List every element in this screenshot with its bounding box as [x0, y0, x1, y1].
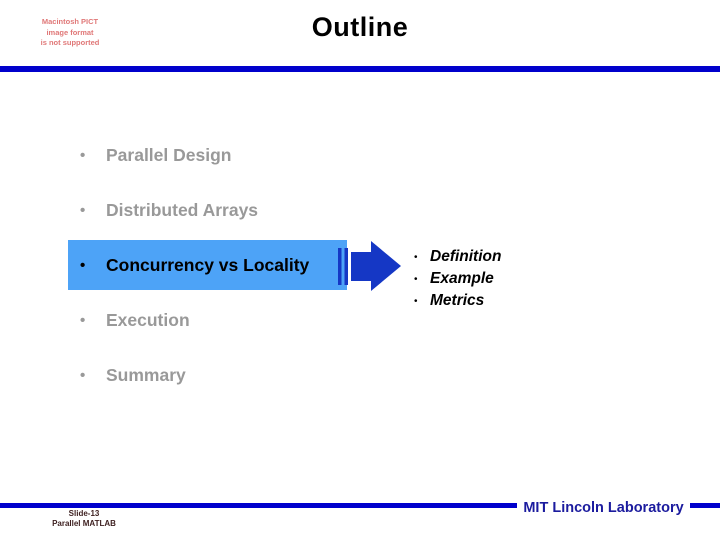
outline-item-label: Execution [106, 309, 190, 330]
outline-item-distributed-arrays: • Distributed Arrays [68, 185, 348, 235]
callout-item-label: Example [430, 270, 494, 287]
footer-rule-right [690, 503, 720, 508]
callout-item-label: Definition [430, 248, 502, 265]
pict-note-line: Macintosh PICT [41, 17, 99, 26]
deck-name: Parallel MATLAB [52, 519, 116, 528]
callout-item: • Metrics [414, 290, 584, 312]
bullet-icon: • [80, 146, 86, 164]
callout-item-label: Metrics [430, 292, 485, 309]
slide-title: Outline [311, 12, 409, 42]
outline-item-parallel-design: • Parallel Design [68, 130, 348, 180]
bullet-icon: • [414, 251, 418, 263]
bullet-icon: • [414, 295, 418, 307]
outline-item-concurrency-vs-locality-highlighted: • Concurrency vs Locality [68, 240, 347, 290]
slide-number-label: Slide-13 Parallel MATLAB [28, 509, 140, 529]
footer-rule-left [0, 503, 517, 508]
bullet-icon: • [414, 273, 418, 285]
bullet-icon: • [80, 201, 86, 219]
pict-placeholder-note: Macintosh PICT image format is not suppo… [24, 17, 116, 49]
right-arrow-icon [338, 241, 401, 291]
outline-item-summary: • Summary [68, 350, 348, 400]
bullet-icon: • [80, 256, 86, 274]
outline-item-label: Distributed Arrays [106, 199, 259, 220]
pict-note-line: image format [46, 27, 94, 37]
slide-number: Slide-13 [68, 509, 100, 518]
footer-organization: MIT Lincoln Laboratory [523, 500, 684, 516]
pict-note-line: is not supported [40, 38, 100, 47]
callout-list: • Definition • Example • Metrics [414, 246, 584, 312]
callout-item: • Example [414, 268, 584, 290]
title-rule [0, 66, 720, 72]
callout-item: • Definition [414, 246, 584, 268]
outline-item-label: Concurrency vs Locality [106, 254, 310, 275]
outline-item-execution: • Execution [68, 295, 348, 345]
bullet-icon: • [80, 311, 86, 329]
outline-item-label: Summary [106, 364, 186, 385]
outline-item-label: Parallel Design [106, 144, 232, 165]
bullet-icon: • [80, 366, 86, 384]
